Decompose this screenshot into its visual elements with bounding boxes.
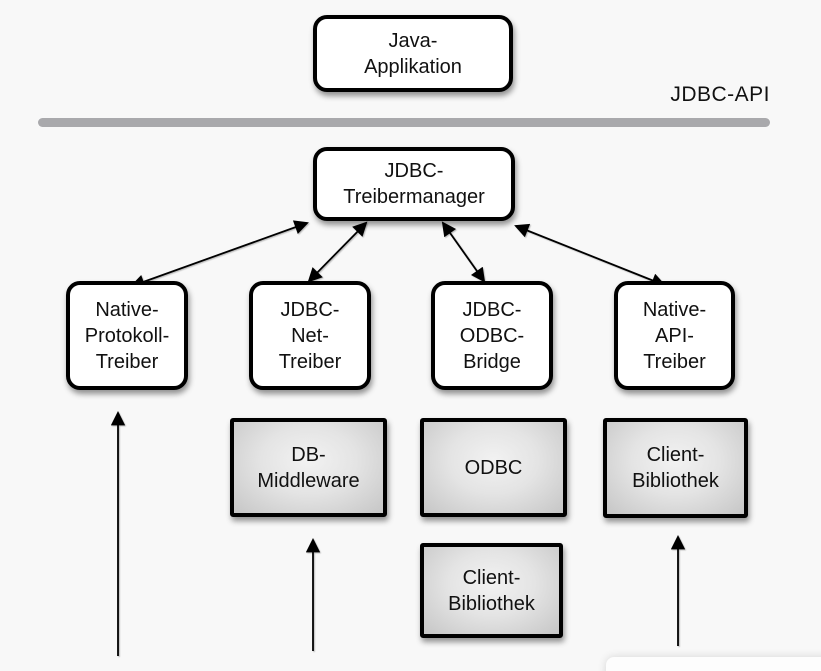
partial-box-bottom-right bbox=[606, 657, 821, 671]
arrow-treibermanager-native-api bbox=[514, 223, 666, 288]
node-client-bibliothek-native-api: Client- Bibliothek bbox=[603, 418, 748, 518]
jdbc-api-divider-line bbox=[38, 118, 770, 127]
node-jdbc-net-treiber: JDBC- Net- Treiber bbox=[249, 281, 371, 390]
node-java-applikation: Java- Applikation bbox=[313, 15, 513, 92]
arrow-treibermanager-native-protokoll bbox=[130, 220, 309, 289]
node-odbc: ODBC bbox=[420, 418, 567, 517]
node-jdbc-treibermanager: JDBC- Treibermanager bbox=[313, 147, 515, 221]
node-client-bibliothek-odbc: Client- Bibliothek bbox=[420, 543, 563, 638]
node-db-middleware: DB- Middleware bbox=[230, 418, 387, 517]
node-jdbc-odbc-bridge: JDBC- ODBC- Bridge bbox=[431, 281, 553, 390]
node-native-protokoll-treiber: Native- Protokoll- Treiber bbox=[66, 281, 188, 390]
node-native-api-treiber: Native- API- Treiber bbox=[614, 281, 735, 390]
jdbc-api-label: JDBC-API bbox=[670, 83, 770, 106]
arrow-treibermanager-jdbc-odbc bbox=[441, 221, 486, 283]
arrow-treibermanager-jdbc-net bbox=[307, 221, 368, 283]
